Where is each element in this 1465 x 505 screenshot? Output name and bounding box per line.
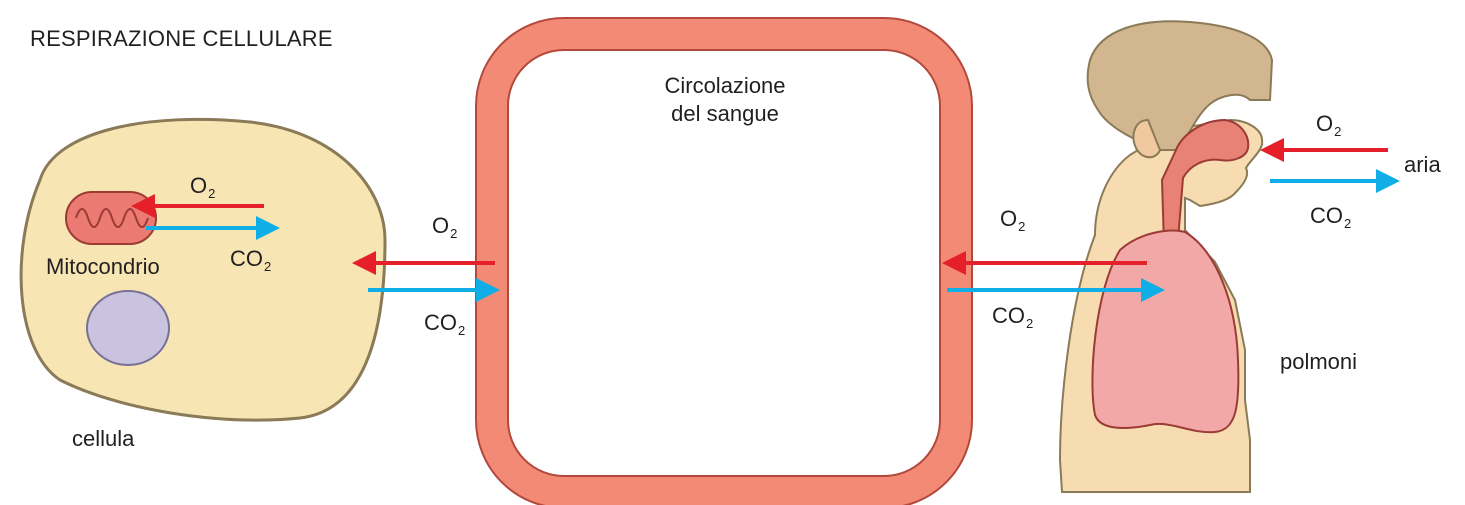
circulation-label-line2: del sangue xyxy=(671,101,779,126)
o2-label-lung-exchange: O2 xyxy=(1000,206,1025,234)
o2-symbol: O xyxy=(432,213,450,238)
o2-label-cell-exchange: O2 xyxy=(432,213,457,241)
o2-symbol: O xyxy=(190,173,208,198)
co2-label-lung-exchange: CO2 xyxy=(992,303,1033,331)
co2-label-air: CO2 xyxy=(1310,203,1351,231)
co2-subscript: 2 xyxy=(1344,216,1352,231)
co2-symbol: CO xyxy=(1310,203,1343,228)
mitochondrion-label: Mitocondrio xyxy=(46,254,160,279)
co2-subscript: 2 xyxy=(458,323,466,338)
o2-label-air: O2 xyxy=(1316,111,1341,139)
co2-subscript: 2 xyxy=(264,259,272,274)
circulation-label-line1: Circolazione xyxy=(664,73,786,98)
co2-subscript: 2 xyxy=(1026,316,1034,331)
nucleus xyxy=(86,290,170,366)
co2-label-mitochondrion: CO2 xyxy=(230,246,271,274)
mitochondrion-shape xyxy=(65,191,157,245)
co2-symbol: CO xyxy=(424,310,457,335)
co2-symbol: CO xyxy=(992,303,1025,328)
cell-label: cellula xyxy=(72,426,135,451)
o2-subscript: 2 xyxy=(450,226,458,241)
o2-symbol: O xyxy=(1316,111,1334,136)
o2-label-mitochondrion: O2 xyxy=(190,173,215,201)
o2-subscript: 2 xyxy=(1334,124,1342,139)
diagram-title: RESPIRAZIONE CELLULARE xyxy=(30,26,333,51)
o2-subscript: 2 xyxy=(208,186,216,201)
circulation-label: Circolazione del sangue xyxy=(620,72,830,128)
human-figure xyxy=(1058,20,1274,493)
lungs-label: polmoni xyxy=(1280,349,1358,374)
co2-label-cell-exchange: CO2 xyxy=(424,310,465,338)
air-label: aria xyxy=(1404,152,1441,177)
o2-subscript: 2 xyxy=(1018,219,1026,234)
co2-symbol: CO xyxy=(230,246,263,271)
o2-symbol: O xyxy=(1000,206,1018,231)
